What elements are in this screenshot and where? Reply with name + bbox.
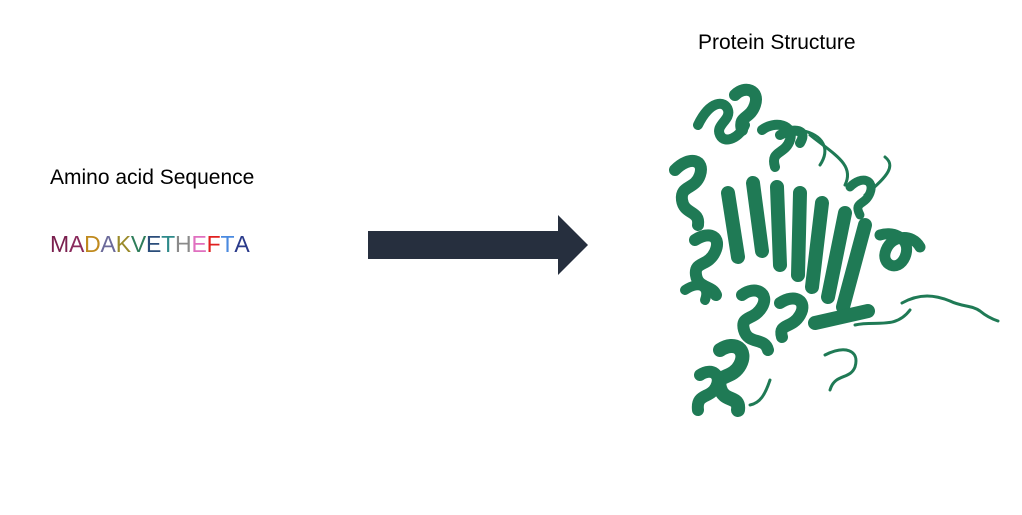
sequence-letter: H	[175, 231, 192, 257]
structure-title: Protein Structure	[698, 31, 856, 54]
sequence-letter: M	[50, 231, 69, 257]
sequence-letter: E	[146, 231, 162, 257]
sequence-letter: A	[68, 231, 85, 257]
sequence-letter: D	[84, 231, 101, 257]
sequence-letter: T	[161, 231, 176, 257]
sequence-letter: E	[191, 231, 207, 257]
sequence-letter: V	[130, 231, 147, 257]
sequence-letter: A	[100, 231, 116, 257]
right-arrow-icon	[368, 215, 588, 275]
amino-acid-sequence: MADAKVETHEFTA	[50, 231, 250, 258]
sequence-letter: T	[220, 231, 235, 257]
protein-structure-image	[669, 83, 1000, 417]
sequence-letter: F	[206, 231, 221, 257]
sequence-letter: A	[234, 231, 250, 257]
sequence-letter: K	[115, 231, 131, 257]
sequence-title: Amino acid Sequence	[50, 166, 255, 189]
